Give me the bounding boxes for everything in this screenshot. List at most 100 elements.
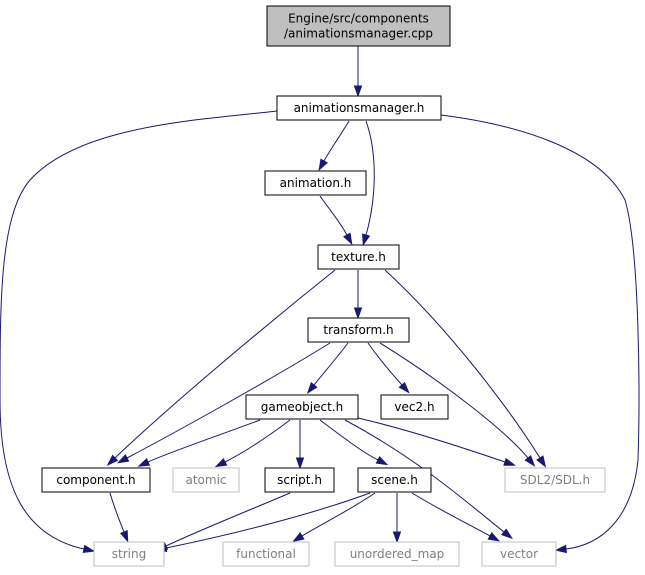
arrowhead-icon (398, 381, 410, 394)
node-box (264, 467, 335, 493)
edge-line (313, 342, 349, 386)
arrowhead-icon (137, 457, 151, 467)
arrowhead-icon (119, 529, 129, 543)
node-unordered-map: unordered_map (334, 541, 460, 567)
node-label: vec2.h (394, 400, 434, 414)
edge-line (440, 114, 640, 550)
edge-transform_h-to-sdl_h (379, 342, 536, 467)
node-label: texture.h (331, 250, 386, 264)
arrowhead-icon (487, 532, 501, 542)
arrowhead-icon (306, 381, 318, 394)
edge-line (367, 342, 403, 386)
node-gameobject-h[interactable]: gameobject.h (245, 394, 359, 420)
node-label: string (112, 547, 146, 561)
arrowhead-icon (318, 158, 328, 172)
edge-animationsmanager_h-to-string (0, 110, 278, 553)
node-box (222, 541, 310, 567)
node-component-h[interactable]: component.h (41, 467, 151, 493)
edge-line (411, 492, 491, 537)
edge-line (319, 195, 348, 236)
node-box (380, 394, 449, 420)
edge-transform_h-to-gameobject_h (306, 342, 349, 394)
node-box (481, 541, 557, 567)
node-functional: functional (222, 541, 310, 567)
arrowhead-icon (524, 454, 536, 467)
edges (0, 46, 640, 554)
node-script-h[interactable]: script.h (264, 467, 335, 493)
nodes: Engine/src/components/animationsmanager.… (41, 5, 606, 567)
node-label: animationsmanager.h (294, 101, 425, 115)
node-vec2-h[interactable]: vec2.h (380, 394, 449, 420)
node-box (307, 317, 410, 343)
node-box (93, 541, 165, 567)
node-vector: vector (481, 541, 557, 567)
edge-line (165, 492, 371, 549)
node-texture-h[interactable]: texture.h (317, 244, 400, 270)
node-label: SDL2/SDL.h (520, 473, 590, 487)
edge-transform_h-to-component_h (116, 342, 331, 464)
node-box (266, 5, 451, 47)
node-label: vector (500, 547, 538, 561)
edge-line (301, 492, 376, 537)
arrowhead-icon (503, 457, 516, 466)
node-transform-h[interactable]: transform.h (307, 317, 410, 343)
node-label: component.h (56, 473, 135, 487)
edge-texture_h-to-component_h (106, 269, 336, 466)
edge-animation_h-to-texture_h (319, 195, 353, 246)
arrowhead-icon (343, 232, 353, 246)
edge-line (384, 269, 541, 459)
node-box (276, 95, 442, 121)
edge-line (126, 342, 331, 459)
edge-gameobject_h-to-component_h (137, 419, 261, 467)
edge-line (344, 419, 505, 533)
edge-line (114, 269, 336, 459)
edge-gameobject_h-to-script_h (295, 420, 305, 470)
arrowhead-icon (536, 455, 547, 468)
node-main[interactable]: Engine/src/components/animationsmanager.… (266, 5, 451, 47)
node-box (264, 170, 367, 196)
node-animation-h[interactable]: animation.h (264, 170, 367, 196)
arrowhead-icon (106, 454, 119, 466)
edge-gameobject_h-to-scene_h (319, 419, 389, 466)
edge-main-to-animationsmanager_h (353, 46, 363, 98)
node-box (334, 541, 460, 567)
node-label: script.h (277, 473, 322, 487)
edge-line (319, 419, 379, 461)
edge-line (365, 120, 375, 236)
arrowhead-icon (353, 85, 363, 98)
edge-line (224, 419, 291, 463)
arrowhead-icon (392, 531, 402, 544)
node-atomic: atomic (172, 467, 240, 493)
edge-scene_h-to-unordered_map (392, 493, 402, 544)
node-label: functional (236, 547, 296, 561)
node-label: unordered_map (350, 547, 445, 561)
edge-line (165, 492, 291, 547)
edge-animationsmanager_h-to-vector (440, 114, 640, 554)
edge-line (379, 342, 529, 459)
edge-gameobject_h-to-vector (344, 419, 513, 540)
edge-line (0, 110, 278, 550)
node-box (172, 467, 240, 493)
node-box (41, 467, 151, 493)
node-scene-h[interactable]: scene.h (357, 467, 432, 493)
edge-line (323, 120, 350, 162)
node-sdl-h: SDL2/SDL.h (504, 467, 606, 493)
arrowhead-icon (353, 307, 363, 320)
arrowhead-icon (116, 454, 130, 464)
arrowhead-icon (362, 233, 371, 247)
edge-transform_h-to-vec2_h (367, 342, 410, 394)
node-label: Engine/src/components (288, 12, 429, 26)
edge-animationsmanager_h-to-animation_h (318, 120, 350, 172)
arrowhead-icon (214, 458, 228, 468)
node-animationsmanager-h[interactable]: animationsmanager.h (276, 95, 442, 121)
edge-animationsmanager_h-to-texture_h (362, 120, 375, 247)
edge-scene_h-to-functional (292, 492, 376, 542)
node-box (317, 244, 400, 270)
edge-scene_h-to-vector (411, 492, 501, 542)
node-label: atomic (185, 473, 226, 487)
edge-texture_h-to-sdl_h (384, 269, 547, 468)
arrowhead-icon (292, 532, 305, 542)
edge-gameobject_h-to-atomic (214, 419, 291, 468)
arrowhead-icon (295, 457, 305, 470)
